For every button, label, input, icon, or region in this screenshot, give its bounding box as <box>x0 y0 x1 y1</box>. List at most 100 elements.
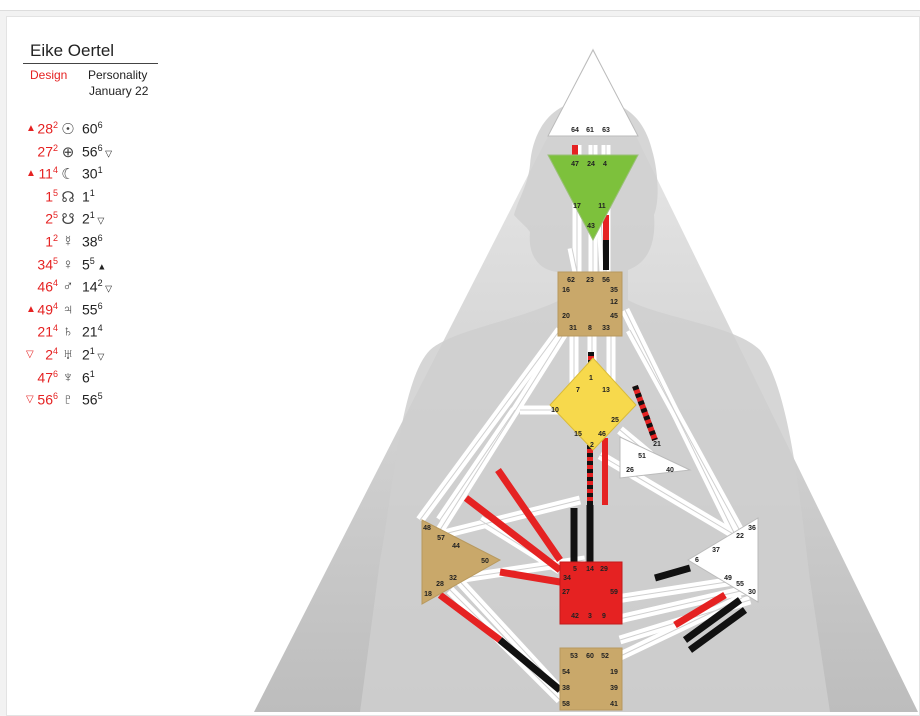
personality-activation: 11 <box>82 187 95 205</box>
personality-activation: 21 ▽ <box>82 346 105 363</box>
gate-number: 9 <box>602 613 606 620</box>
neptune-icon: ♆ <box>62 368 74 386</box>
design-arrow: ▲ <box>26 303 36 315</box>
planet-row: 272⊕566 ▽ <box>0 143 180 165</box>
design-activation: 282 <box>37 120 58 137</box>
gate-number: 33 <box>602 325 610 332</box>
personality-activation: 556 <box>82 300 103 318</box>
gate-number: 56 <box>602 277 610 284</box>
undefined-channel-edge <box>439 329 567 531</box>
design-activation: 214 <box>37 323 58 341</box>
gate-number: 43 <box>587 223 595 230</box>
north-node-icon: ☊ <box>61 188 75 206</box>
gate-number: 21 <box>653 441 661 448</box>
gate-number: 46 <box>598 431 606 438</box>
design-arrow: ▲ <box>26 168 36 180</box>
throat-center <box>557 271 623 337</box>
solar-plexus-center <box>687 517 759 603</box>
gate-number: 36 <box>748 525 756 532</box>
gate-number: 64 <box>571 127 579 134</box>
gate-number: 20 <box>562 313 570 320</box>
undefined-channel-edge <box>611 597 743 661</box>
gate-number: 5 <box>573 566 577 573</box>
gate-number: 15 <box>574 431 582 438</box>
gate-number: 16 <box>562 287 570 294</box>
gate-number: 39 <box>610 685 618 692</box>
personality-header: Personality <box>88 68 148 82</box>
gate-number: 22 <box>736 533 744 540</box>
moon-icon: ☾ <box>61 166 75 184</box>
undefined-channel-edge <box>609 579 741 601</box>
planet-row: 345♀55 ▲ <box>0 256 180 278</box>
personality-activation: 55 ▲ <box>82 255 107 273</box>
planet-row: 12☿386 <box>0 233 180 255</box>
gate-number: 41 <box>610 701 618 708</box>
gate-number: 24 <box>587 161 595 168</box>
planet-row: ▲114☾ 301 <box>0 165 180 187</box>
g-center <box>549 357 637 451</box>
jupiter-icon: ♃ <box>62 300 74 318</box>
pluto-icon: ♇ <box>62 391 74 409</box>
planet-row: 464♂142 ▽ <box>0 278 180 300</box>
gate-number: 44 <box>452 543 460 550</box>
design-activation: 272 <box>37 142 58 160</box>
design-arrow: ▽ <box>26 394 34 406</box>
planet-row: ▽24♅21 ▽ <box>0 346 180 368</box>
gate-number: 35 <box>610 287 618 294</box>
personality-activation: 214 <box>82 323 103 341</box>
planet-row: 476♆ 61 <box>0 369 180 391</box>
personality-activation: 565 <box>82 391 103 408</box>
gate-number: 62 <box>567 277 575 284</box>
design-header: Design <box>30 68 68 82</box>
gate-number: 63 <box>602 127 610 134</box>
chart-name: Eike Oertel <box>30 41 115 60</box>
gate-number: 51 <box>638 453 646 460</box>
channel-18-58-b <box>497 637 563 693</box>
gate-number: 32 <box>449 575 457 582</box>
gate-number: 12 <box>610 299 618 306</box>
spleen-center <box>421 519 502 605</box>
design-activation: 24 <box>45 346 58 363</box>
gate-number: 30 <box>748 589 756 596</box>
gate-number: 1 <box>589 375 593 382</box>
earth-icon: ⊕ <box>61 143 75 161</box>
gate-number: 57 <box>437 535 445 542</box>
design-activation: 494 <box>37 300 58 318</box>
top-bar <box>0 0 920 11</box>
planet-row: ▲282☉606 <box>0 120 180 142</box>
gate-number: 28 <box>436 581 444 588</box>
channel-41-30 <box>673 591 727 629</box>
channel-39-55 <box>682 597 743 643</box>
gate-number: 2 <box>590 442 594 449</box>
gate-number: 23 <box>586 277 594 284</box>
design-activation: 25 <box>45 210 58 228</box>
gate-number: 3 <box>588 613 592 620</box>
gate-number: 55 <box>736 581 744 588</box>
gate-number: 17 <box>573 203 581 210</box>
design-activation: 464 <box>37 278 58 295</box>
venus-icon: ♀ <box>62 255 74 273</box>
south-node-icon: ☋ <box>61 211 75 229</box>
gate-number: 54 <box>562 669 570 676</box>
gate-number: 52 <box>601 653 609 660</box>
gate-number: 48 <box>423 525 431 532</box>
design-activation: 114 <box>38 165 58 182</box>
gate-number: 58 <box>562 701 570 708</box>
channel-19-49 <box>687 607 748 653</box>
gate-number: 7 <box>576 387 580 394</box>
personality-activation: 606 <box>82 120 103 137</box>
saturn-icon: ♄ <box>62 323 74 341</box>
personality-activation: 61 <box>82 368 95 386</box>
design-arrow: ▲ <box>26 123 36 134</box>
design-arrow: ▽ <box>26 349 34 360</box>
gate-number: 10 <box>551 407 559 414</box>
gate-number: 38 <box>562 685 570 692</box>
gate-number: 19 <box>610 669 618 676</box>
gate-number: 53 <box>570 653 578 660</box>
personality-activation: 301 <box>82 165 103 182</box>
personality-activation: 142 ▽ <box>82 278 113 295</box>
channel-59-6 <box>654 564 691 582</box>
design-activation: 476 <box>37 368 58 386</box>
ego-center <box>619 436 692 479</box>
gate-number: 40 <box>666 467 674 474</box>
